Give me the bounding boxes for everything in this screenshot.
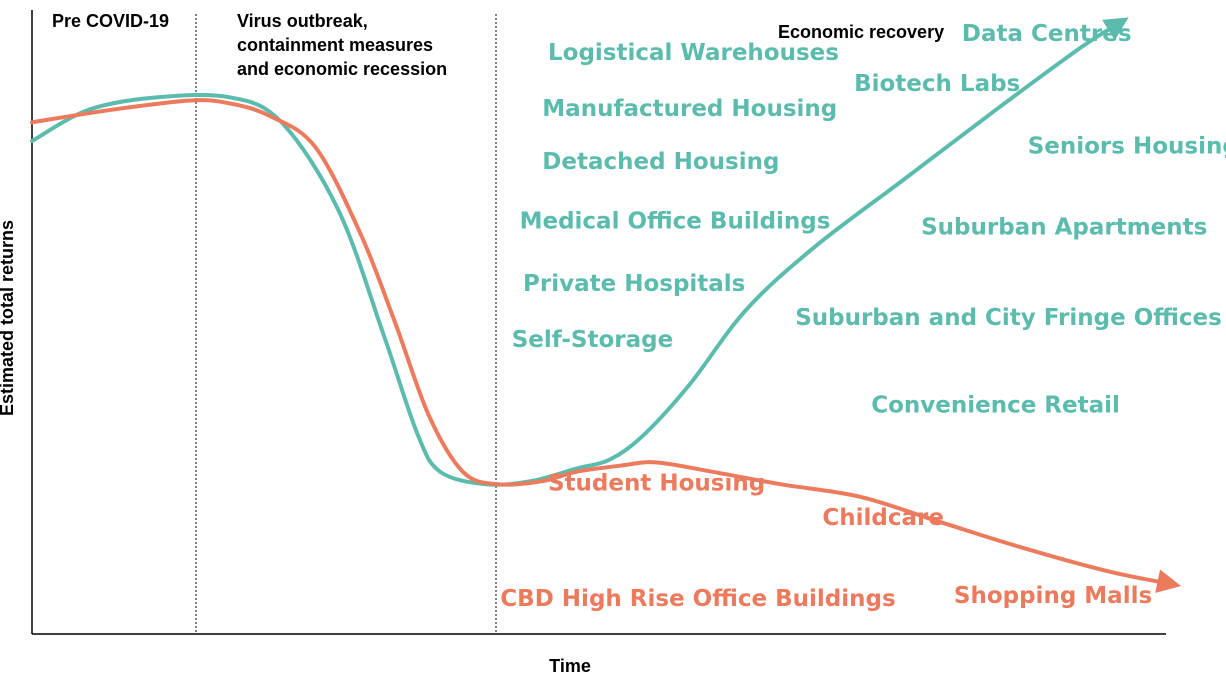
phase-label-recession-line-1: Virus outbreak, [237,11,368,31]
sector-label: Suburban Apartments [921,215,1207,241]
sector-label: Childcare [822,505,944,531]
phase-label-recession-line-3: and economic recession [237,59,447,79]
phase-label-recession: Virus outbreak, containment measures and… [237,11,447,79]
y-axis-label: Estimated total returns [0,220,17,416]
sector-label: Private Hospitals [523,271,745,297]
x-axis-label: Time [549,656,591,676]
phase-label-recovery: Economic recovery [778,22,944,42]
sector-label: Student Housing [548,471,765,497]
phase-label-pre-covid: Pre COVID-19 [52,11,169,31]
sector-label: Logistical Warehouses [548,40,839,66]
sector-label: Biotech Labs [854,71,1020,97]
sector-label: Medical Office Buildings [520,208,831,234]
sector-label: Suburban and City Fringe Offices [795,305,1222,331]
phase-label-recession-line-2: containment measures [237,35,433,55]
sector-label: Data Centres [962,21,1132,47]
sector-label: Convenience Retail [871,393,1120,419]
sector-label: Shopping Malls [954,583,1152,609]
sector-label: CBD High Rise Office Buildings [500,586,895,612]
sector-label: Seniors Housing [1028,134,1226,160]
sector-label: Self-Storage [512,327,673,353]
series-line-coral [30,98,1182,594]
sector-label: Detached Housing [542,149,779,175]
sector-label: Manufactured Housing [542,96,837,122]
